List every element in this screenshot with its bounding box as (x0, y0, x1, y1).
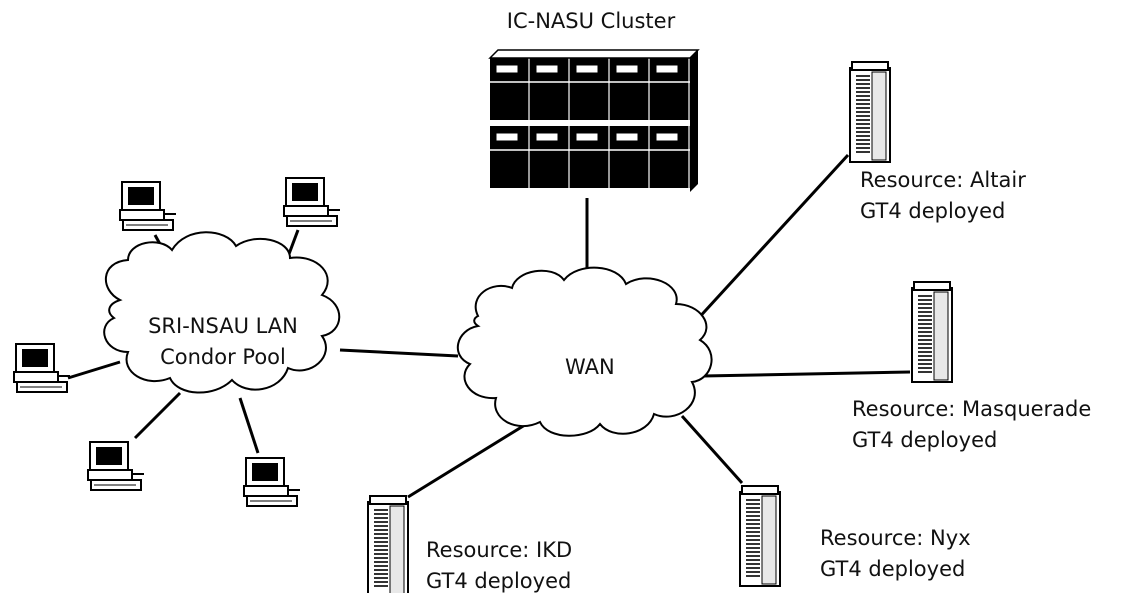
resource-status: GT4 deployed (820, 557, 966, 581)
cluster-label: IC-NASU Cluster (506, 9, 676, 33)
resource-status: GT4 deployed (860, 199, 1006, 223)
resource-status: GT4 deployed (426, 569, 572, 593)
resource-label-nyx: Resource: Nyx GT4 deployed (820, 523, 971, 585)
resource-label-altair: Resource: Altair GT4 deployed (860, 165, 1026, 227)
lan-cloud (103, 231, 341, 394)
lan-label-line1: SRI-NSAU LAN (148, 314, 298, 338)
resource-name: Resource: Nyx (820, 526, 971, 550)
workstation-icon (283, 177, 341, 227)
connection-lines (67, 153, 911, 499)
cluster-icon (488, 49, 700, 192)
server-icon-altair (849, 61, 891, 163)
workstation-icon (243, 457, 301, 507)
lan-label-line2: Condor Pool (160, 345, 286, 369)
resource-label-masquerade: Resource: Masquerade GT4 deployed (852, 394, 1091, 456)
resource-name: Resource: Masquerade (852, 397, 1092, 421)
workstation-icon (119, 181, 177, 231)
resource-name: Resource: Altair (860, 168, 1026, 192)
workstation-icon (13, 343, 71, 393)
resource-status: GT4 deployed (852, 428, 998, 452)
server-icon-ikd (367, 495, 409, 593)
wan-label: WAN (565, 355, 615, 379)
lan-label: SRI-NSAU LAN Condor Pool (118, 311, 328, 373)
server-icon-nyx (739, 485, 781, 587)
server-icon-masquerade (911, 281, 953, 383)
workstation-icon (87, 441, 145, 491)
resource-name: Resource: IKD (426, 538, 573, 562)
resource-label-ikd: Resource: IKD GT4 deployed (426, 535, 572, 597)
wan-cloud (456, 266, 713, 437)
